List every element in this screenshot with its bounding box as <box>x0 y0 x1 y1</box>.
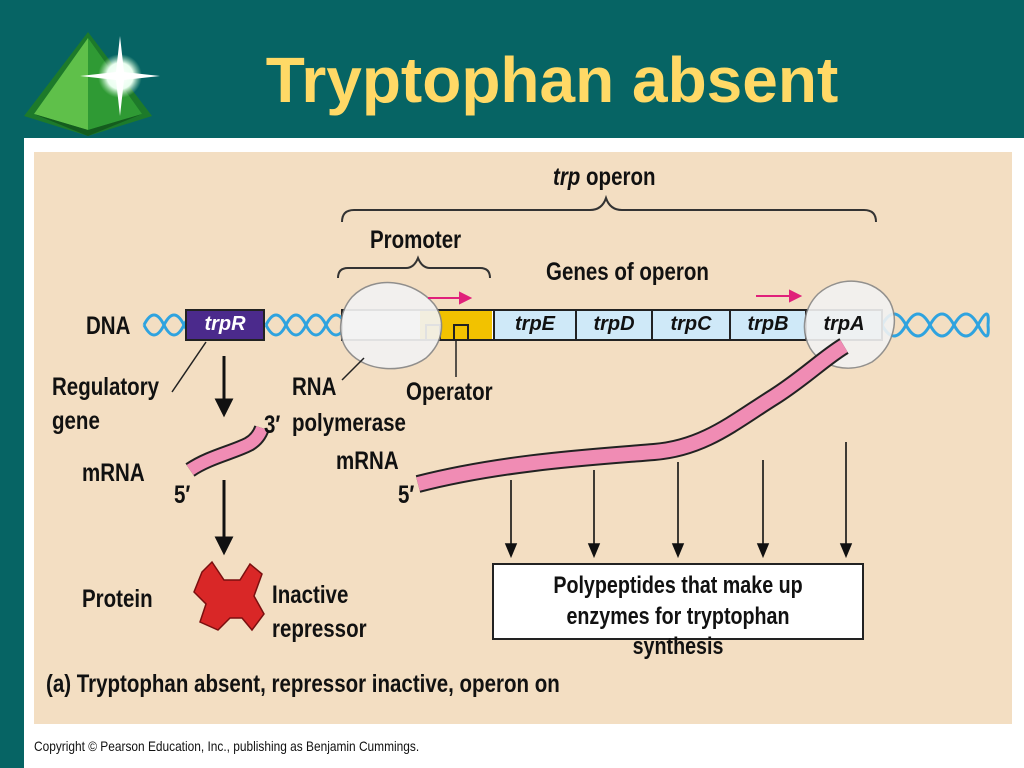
operon-brace <box>341 194 877 223</box>
promoter-brace <box>337 255 491 279</box>
trpR-box <box>185 309 265 341</box>
polypeptides-line1: Polypeptides that make up <box>553 572 803 599</box>
diamond-star-logo <box>24 32 160 136</box>
slide-title: Tryptophan absent <box>265 44 839 116</box>
mrna-right-label: mRNA <box>336 447 399 475</box>
rna-polymerase-left <box>339 281 443 370</box>
rna-polymerase-line2: polymerase <box>292 409 406 437</box>
polypeptides-box: Polypeptides that make up enzymes for tr… <box>492 563 864 660</box>
figure-caption: (a) Tryptophan absent, repressor inactiv… <box>46 670 560 698</box>
genes-of-operon-label: Genes of operon <box>546 258 709 286</box>
rna-polymerase-right <box>803 280 895 369</box>
inactive-label-line1: Inactive <box>272 581 349 609</box>
gene-trpB: trpB <box>747 313 789 335</box>
operator-label: Operator <box>406 378 493 406</box>
gene-trpC: trpC <box>670 313 712 335</box>
inactive-label-line2: repressor <box>272 615 367 643</box>
five-prime-left-label: 5′ <box>174 481 191 509</box>
three-prime-label: 3′ <box>264 411 281 439</box>
rna-polymerase-line1: RNA <box>292 373 337 401</box>
regulatory-label-line2: gene <box>52 407 100 435</box>
regulatory-label-line1: Regulatory <box>52 373 160 401</box>
regulatory-pointer <box>171 341 207 393</box>
polymerase-pointer <box>341 357 365 381</box>
promoter-label: Promoter <box>370 226 462 254</box>
operon-diagram <box>142 194 990 632</box>
polypeptides-line2: enzymes for tryptophan synthesis <box>566 603 790 660</box>
mrna-left-label: mRNA <box>82 459 145 487</box>
gene-trpE: trpE <box>515 313 555 335</box>
mrna-right <box>415 338 849 493</box>
dna-label: DNA <box>86 312 131 340</box>
inactive-repressor-shape <box>193 560 265 632</box>
trpR-gene-label: trpR <box>204 313 246 335</box>
protein-label: Protein <box>82 585 153 613</box>
gene-trpD: trpD <box>593 313 635 335</box>
gene-trpA: trpA <box>823 313 865 335</box>
trp-operon-label: trp operon <box>553 163 656 191</box>
five-prime-right-label: 5′ <box>398 481 415 509</box>
copyright-text: Copyright © Pearson Education, Inc., pub… <box>34 738 420 754</box>
